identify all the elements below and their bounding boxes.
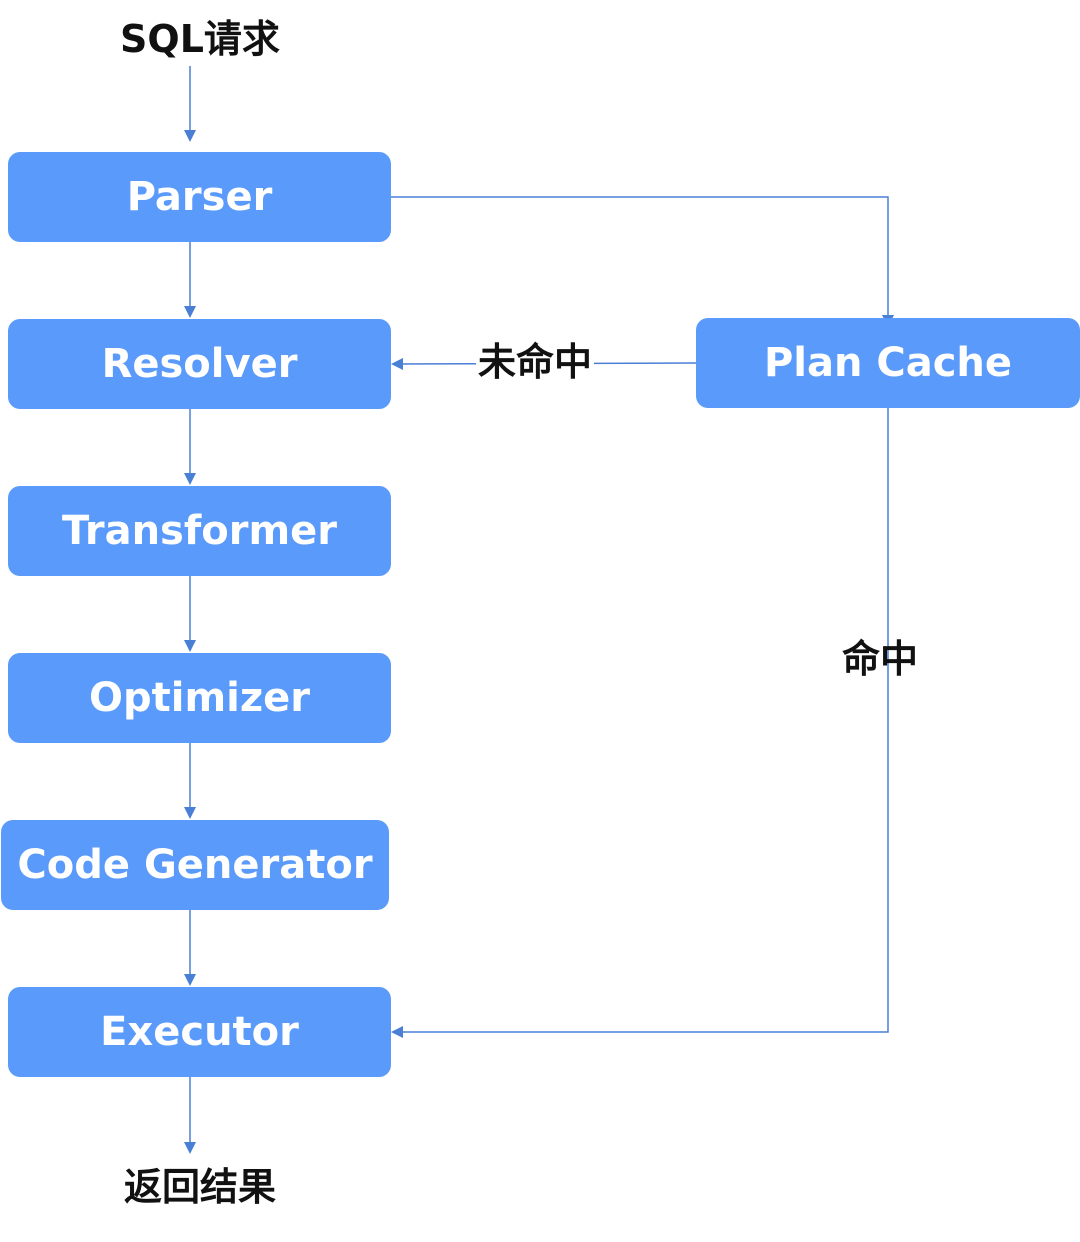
optimizer-node: Optimizer xyxy=(8,653,391,743)
executor-node: Executor xyxy=(8,987,391,1077)
hit-edge-label: 命中 xyxy=(842,637,919,681)
transformer-node-label: Transformer xyxy=(61,508,338,554)
start-label: SQL请求 xyxy=(120,17,280,61)
optimizer-node-label: Optimizer xyxy=(89,675,310,721)
parser-node: Parser xyxy=(8,152,391,242)
code-generator-node: Code Generator xyxy=(1,820,389,910)
miss-edge-label: 未命中 xyxy=(476,340,595,384)
code-generator-node-label: Code Generator xyxy=(17,842,373,888)
edge-parser-to-plancache xyxy=(391,196,894,327)
end-label: 返回结果 xyxy=(123,1165,276,1209)
resolver-node-label: Resolver xyxy=(101,341,298,387)
plan-cache-node-label: Plan Cache xyxy=(763,340,1013,386)
plan-cache-node: Plan Cache xyxy=(696,318,1080,408)
resolver-node: Resolver xyxy=(8,319,391,409)
transformer-node: Transformer xyxy=(8,486,391,576)
parser-node-label: Parser xyxy=(126,174,273,220)
edge-plancache-hit-to-executor xyxy=(391,398,889,1038)
executor-node-label: Executor xyxy=(100,1009,299,1055)
